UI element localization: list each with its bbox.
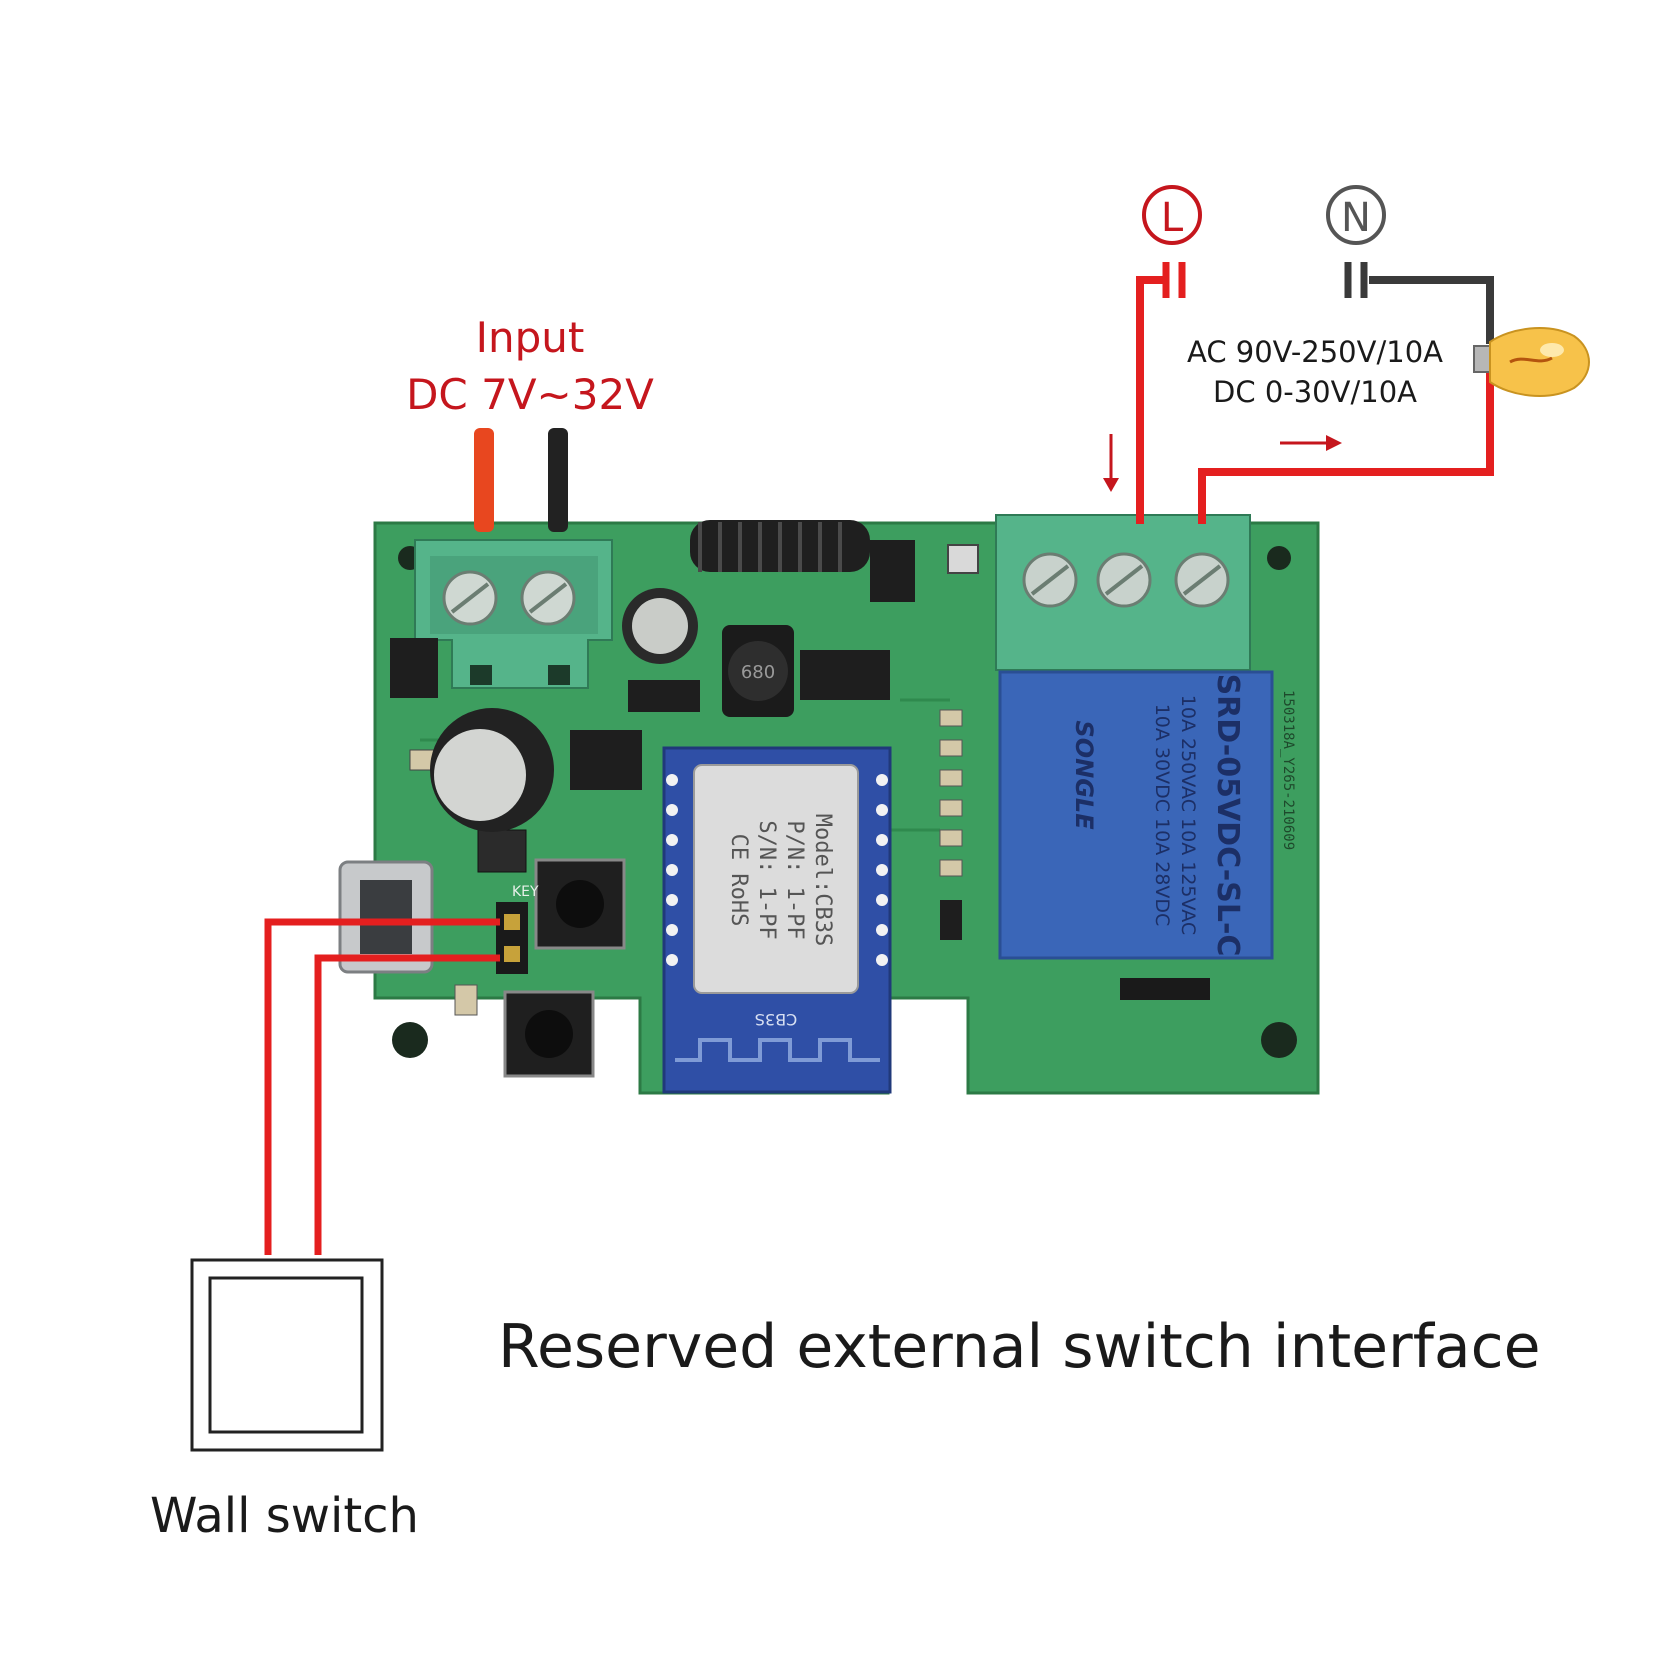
micro-usb-port xyxy=(338,860,434,974)
module-antenna-text: CB3S xyxy=(755,1010,797,1029)
wall-switch-icon xyxy=(190,1258,384,1452)
module-pn-text: P/N: 1-PF xyxy=(782,820,807,939)
inductor: 680 xyxy=(722,625,794,717)
wifi-module: Model:CB3S P/N: 1-PF S/N: 1-PF CE RoHS C… xyxy=(662,746,892,1094)
neutral-symbol: N xyxy=(1341,195,1371,241)
external-switch-wires xyxy=(264,918,500,1255)
input-title: Input xyxy=(475,313,585,362)
key-header xyxy=(496,902,528,974)
lightbulb-icon xyxy=(1473,327,1590,397)
module-model-text: Model:CB3S xyxy=(810,814,835,946)
push-buttons: KEY xyxy=(503,858,626,1078)
relay-model-text: SRD-05VDC-SL-C xyxy=(1210,674,1245,957)
input-terminal-block xyxy=(414,539,613,689)
live-symbol: L xyxy=(1161,195,1184,241)
wall-switch-label: Wall switch xyxy=(150,1488,419,1544)
antenna-coil xyxy=(690,520,870,572)
current-arrows xyxy=(1103,434,1342,492)
neutral-symbol-circle xyxy=(1326,185,1386,245)
live-symbol-circle xyxy=(1142,185,1202,245)
load-rating-ac: AC 90V-250V/10A xyxy=(1186,335,1443,369)
input-voltage: DC 7V~32V xyxy=(406,370,654,419)
terminal-symbols: L N xyxy=(1142,185,1386,245)
external-switch-caption: Reserved external switch interface xyxy=(498,1312,1541,1382)
load-wiring xyxy=(1136,262,1494,524)
relay-brand-text: SONGLE xyxy=(1070,720,1098,830)
smd-components xyxy=(390,540,979,1016)
output-terminal-block xyxy=(995,514,1251,671)
key-label: KEY xyxy=(512,884,539,900)
relay-side-text: 150318A_Y265-210609 xyxy=(1280,690,1296,850)
input-wires xyxy=(474,428,568,532)
relay-rating-dc-text: 10A 30VDC 10A 28VDC xyxy=(1151,704,1173,927)
load-rating-dc: DC 0-30V/10A xyxy=(1213,375,1417,409)
module-sn-text: S/N: 1-PF xyxy=(754,820,779,939)
relay-rating-ac-text: 10A 250VAC 10A 125VAC xyxy=(1177,695,1199,935)
relay: SRD-05VDC-SL-C 10A 250VAC 10A 125VAC 10A… xyxy=(998,670,1296,1000)
capacitors xyxy=(430,588,698,832)
module-cert-text: CE RoHS xyxy=(726,834,751,927)
inductor-label: 680 xyxy=(741,662,775,683)
